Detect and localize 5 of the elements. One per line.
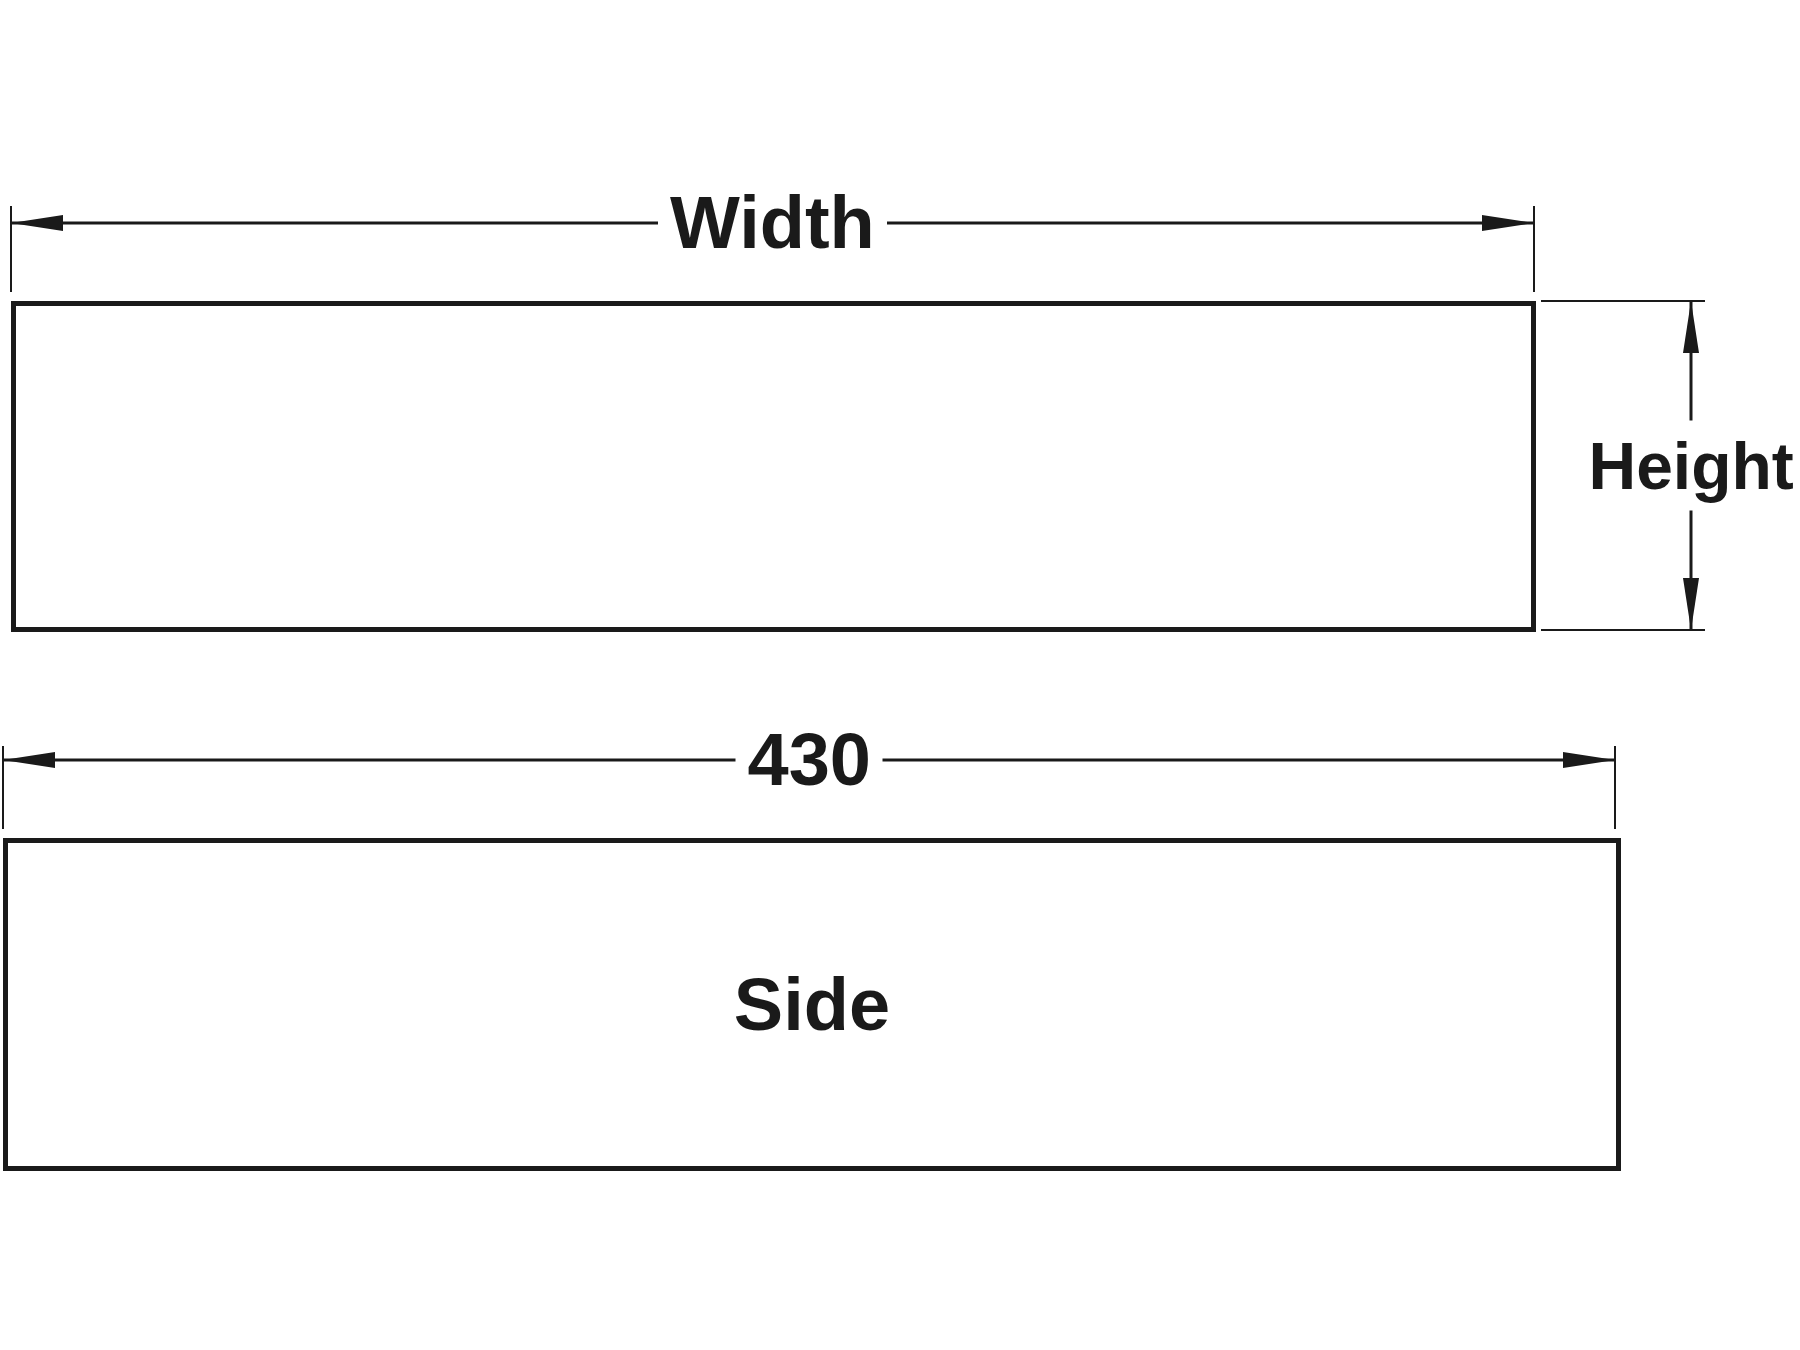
panel-rectangle: [11, 301, 1536, 632]
dimension-label: Width: [670, 186, 875, 260]
part-label: Side: [733, 967, 891, 1042]
side-panel-rectangle: [3, 838, 1621, 1171]
dimension-label: 430: [747, 723, 871, 797]
